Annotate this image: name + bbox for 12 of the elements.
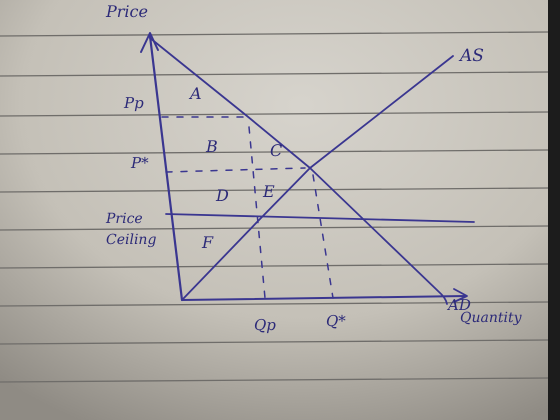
quantity-level-label: Qp [254,318,276,334]
axis-title: Price [106,4,148,21]
curve-label: AS [460,48,484,66]
area-label: B [206,139,218,156]
price-level-label: Pp [124,96,144,112]
quantity-level-label: Q* [326,314,346,330]
area-label: D [216,188,229,205]
price-level-label: P* [131,156,149,172]
price-ceiling-label: Price Ceiling [106,210,158,250]
area-label: A [190,86,202,103]
area-label: F [202,235,214,252]
axis-title: Quantity [460,311,522,326]
